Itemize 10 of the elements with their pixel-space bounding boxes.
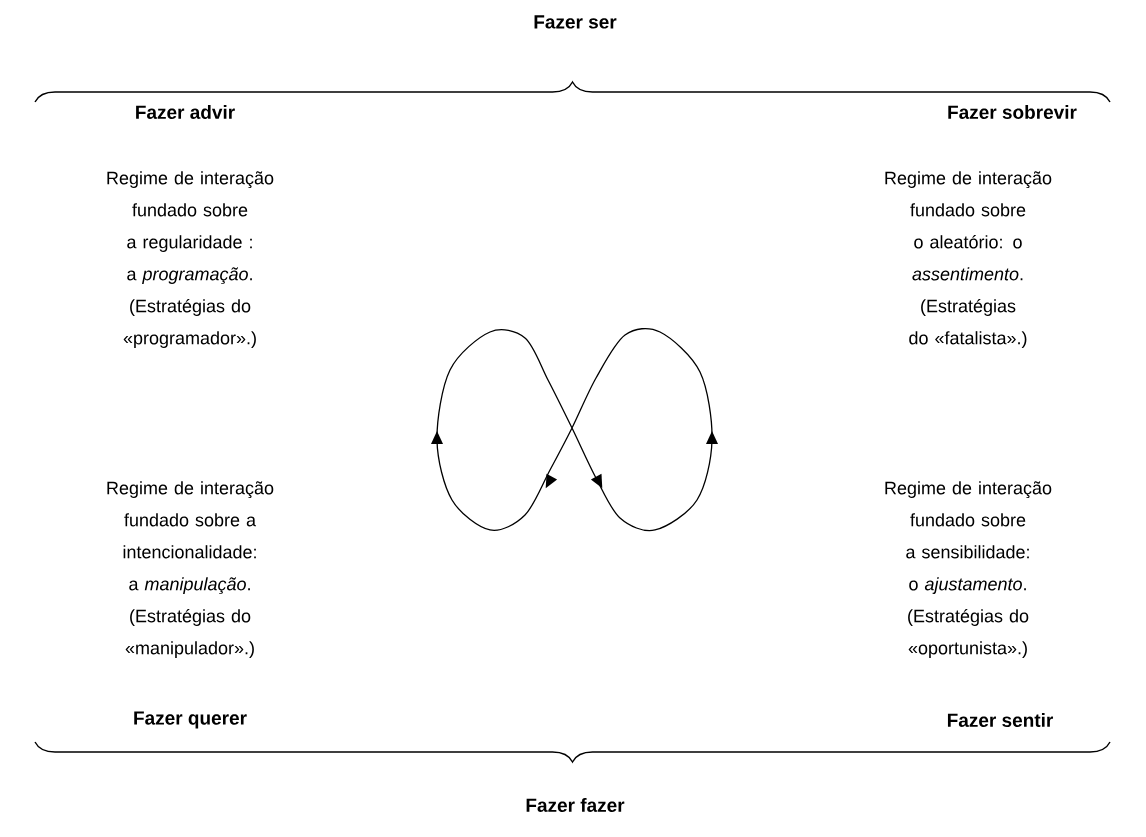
description-text: Regime de interação fundado sobre a regularidade : a programação. (Estratégias do «programador».) bbox=[107, 171, 274, 348]
heading: Fazer fazer bbox=[526, 798, 625, 812]
heading: Fazer sobrevir bbox=[948, 105, 1077, 119]
heading: Fazer advir bbox=[136, 105, 235, 119]
description-text: Regime de interação fundado sobre a intencionalidade: a manipulação. (Estratégias do «manipulador».) bbox=[107, 481, 274, 658]
description-text: Regime de interação fundado sobre o aleatório: o assentimento. (Estratégias do «fatalista».) bbox=[885, 171, 1052, 348]
description-text: Regime de interação fundado sobre a sensibilidade: o ajustamento. (Estratégias do «oportunista».) bbox=[885, 481, 1052, 658]
heading: Fazer sentir bbox=[947, 713, 1053, 727]
heading: Fazer ser bbox=[534, 15, 617, 29]
heading: Fazer querer bbox=[134, 711, 247, 729]
